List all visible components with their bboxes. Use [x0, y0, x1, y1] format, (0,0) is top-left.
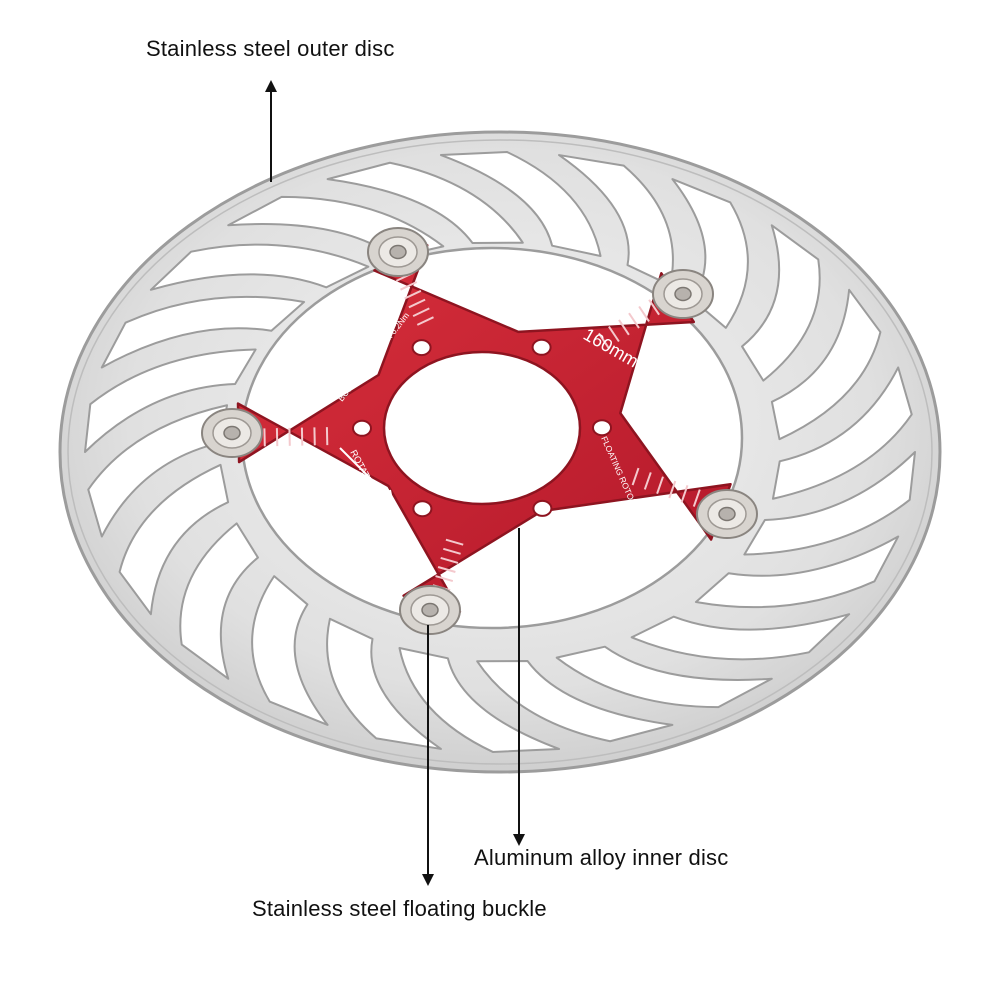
outer-disc-label: Stainless steel outer disc: [146, 36, 395, 62]
floating-buckle: [697, 490, 757, 538]
floating-buckle: [202, 409, 262, 457]
floating-buckle: [653, 270, 713, 318]
bolt-hole: [533, 501, 551, 516]
floating-buckle: [400, 586, 460, 634]
floating-buckle-label: Stainless steel floating buckle: [252, 896, 547, 922]
floating-buckle: [368, 228, 428, 276]
bolt-hole: [353, 421, 371, 436]
bolt-hole: [593, 420, 611, 435]
bolt-hole: [533, 340, 551, 355]
bolt-hole: [413, 501, 431, 516]
bolt-hole: [413, 340, 431, 355]
inner-disc-label: Aluminum alloy inner disc: [474, 845, 728, 871]
